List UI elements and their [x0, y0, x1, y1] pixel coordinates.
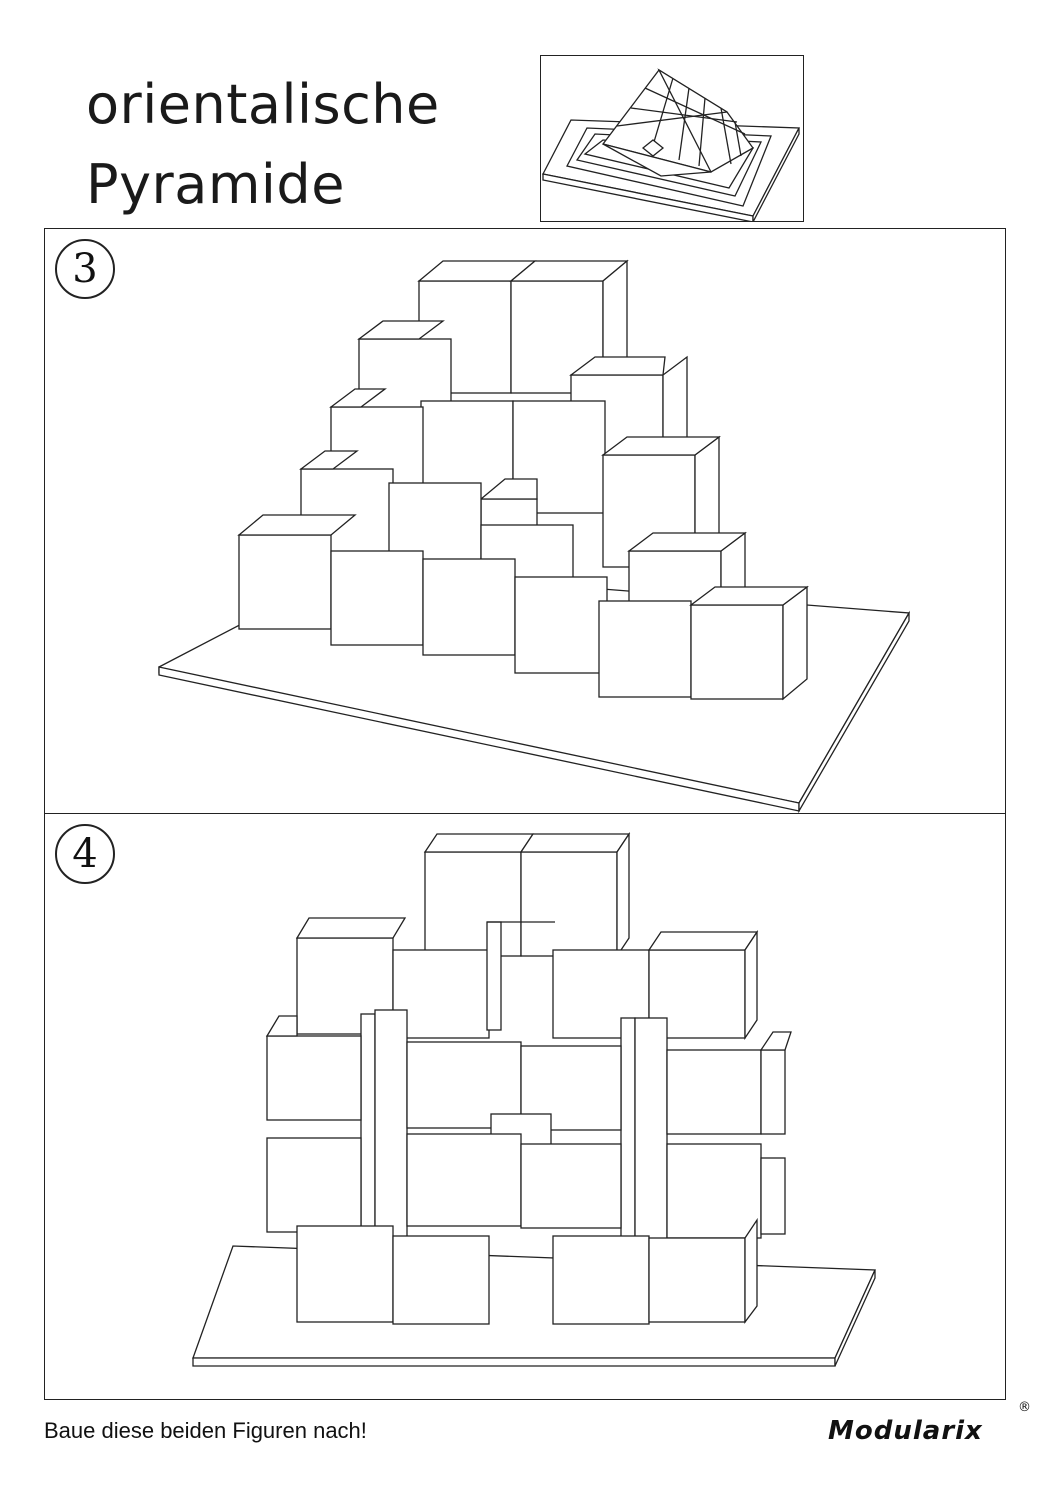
step-3-block-drawing — [158, 259, 911, 814]
preview-image — [540, 55, 804, 223]
brand-logo: Modularix — [828, 1416, 983, 1446]
registered-mark: ® — [1018, 1400, 1031, 1415]
title-line-1: orientalische — [86, 73, 440, 136]
title-line-2: Pyramide — [86, 153, 345, 216]
step-number-3: 3 — [55, 239, 115, 299]
pyramid-preview-drawing — [542, 68, 801, 223]
step-number-4: 4 — [55, 824, 115, 884]
step-4-block-drawing — [192, 831, 876, 1367]
step-3-panel: 3 — [44, 228, 1006, 815]
instruction-text: Baue diese beiden Figuren nach! — [44, 1418, 367, 1443]
step-4-panel: 4 — [44, 813, 1006, 1400]
